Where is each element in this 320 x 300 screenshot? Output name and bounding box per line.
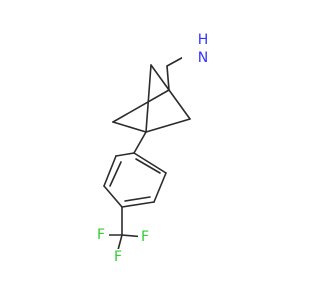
bond-cage-right-top bbox=[168, 89, 191, 120]
fluorine-right-bg bbox=[138, 229, 154, 244]
bond-cf3-bottom bbox=[117, 234, 123, 251]
bond-ring-5 bbox=[153, 172, 167, 203]
amine-h-label: H bbox=[198, 32, 209, 48]
fluorine-left-bg bbox=[95, 228, 109, 243]
bond-cage-to-ch2 bbox=[166, 65, 170, 91]
bond-ring-inner-1 bbox=[109, 161, 122, 187]
bond-ring-6 bbox=[133, 152, 167, 174]
bond-cage-left-top bbox=[112, 89, 170, 123]
bond-cage-to-phenyl bbox=[133, 131, 147, 154]
bond-ring-3 bbox=[103, 185, 123, 208]
amine-n-label: N bbox=[198, 50, 208, 66]
bond-cage-left-bottom bbox=[112, 121, 147, 133]
bond-ring-4 bbox=[121, 201, 155, 208]
bond-cage-top-right bbox=[145, 64, 152, 133]
fluorine-bottom-label: F bbox=[114, 249, 122, 265]
bond-ring-inner-2 bbox=[124, 196, 151, 202]
bond-ring-1 bbox=[115, 152, 135, 157]
fluorine-bottom-bg bbox=[111, 249, 126, 264]
fluorine-right-label: F bbox=[141, 229, 149, 245]
fluorine-left-label: F bbox=[97, 227, 105, 243]
bond-cage-top-left bbox=[150, 64, 170, 91]
bond-ring-2 bbox=[103, 155, 117, 187]
molecule-structure: H N F F F bbox=[95, 32, 216, 265]
amine-label-bg bbox=[182, 35, 216, 65]
bond-cage-right-bottom bbox=[145, 118, 191, 133]
bond-ring-inner-3 bbox=[135, 158, 161, 174]
